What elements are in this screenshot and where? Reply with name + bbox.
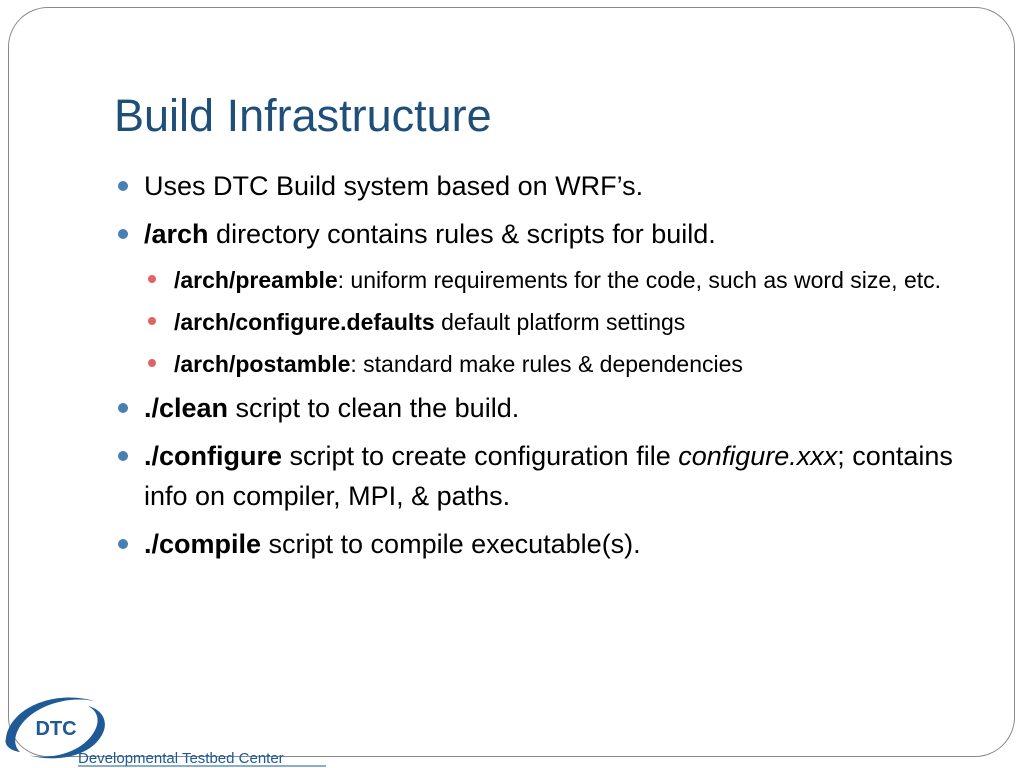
sub-bullet-bold: /arch/preamble — [174, 267, 338, 293]
bullet-item-5: ./compile script to compile executable(s… — [118, 524, 978, 564]
sub-bullet-item-1: /arch/preamble: uniform requirements for… — [148, 262, 978, 298]
bullet-text-2: ; contains info on compiler, MPI, & path… — [144, 441, 953, 511]
bullet-dot-icon — [118, 229, 128, 239]
sub-bullet-list: /arch/preamble: uniform requirements for… — [148, 262, 978, 382]
logo-abbr: DTC — [35, 718, 76, 740]
sub-bullet-text: : uniform requirements for the code, suc… — [337, 267, 942, 293]
sub-bullet-bold: /arch/configure.defaults — [174, 309, 435, 335]
bullet-list: Uses DTC Build system based on WRF’s. /a… — [118, 166, 978, 572]
bullet-text: script to clean the build. — [228, 393, 520, 423]
sub-bullet-bold: /arch/postamble — [174, 351, 351, 377]
bullet-dot-icon — [118, 539, 128, 549]
bullet-text: directory contains rules & scripts for b… — [208, 219, 716, 249]
sub-bullet-dot-icon — [148, 359, 156, 367]
sub-bullet-item-2: /arch/configure.defaults default platfor… — [148, 304, 978, 340]
bullet-bold: /arch — [144, 219, 209, 249]
bullet-text: script to compile executable(s). — [261, 529, 641, 559]
bullet-bold: ./clean — [144, 393, 229, 423]
bullet-item-3: ./clean script to clean the build. — [118, 388, 978, 428]
sub-bullet-dot-icon — [148, 275, 156, 283]
slide-title: Build Infrastructure — [114, 90, 492, 141]
bullet-item-2: /arch directory contains rules & scripts… — [118, 214, 978, 254]
bullet-dot-icon — [118, 451, 128, 461]
bullet-dot-icon — [118, 403, 128, 413]
sub-bullet-dot-icon — [148, 317, 156, 325]
sub-bullet-text: default platform settings — [434, 309, 686, 335]
logo-name: Developmental Testbed Center — [78, 750, 284, 767]
bullet-italic: configure.xxx — [678, 441, 838, 471]
sub-bullet-item-3: /arch/postamble: standard make rules & d… — [148, 346, 978, 382]
bullet-item-4: ./configure script to create configurati… — [118, 436, 978, 516]
slide-frame — [8, 7, 1015, 757]
bullet-text: script to create configuration file — [282, 441, 679, 471]
bullet-bold: ./compile — [144, 529, 262, 559]
sub-bullet-group: /arch/preamble: uniform requirements for… — [118, 262, 978, 382]
bullet-dot-icon — [118, 181, 128, 191]
sub-bullet-text: : standard make rules & dependencies — [350, 351, 743, 377]
dtc-swoosh-logo-icon — [5, 697, 105, 759]
dtc-logo: DTC Developmental Testbed Center — [5, 697, 326, 767]
bullet-item-1: Uses DTC Build system based on WRF’s. — [118, 166, 978, 206]
bullet-text: Uses DTC Build system based on WRF’s. — [144, 171, 644, 201]
bullet-bold: ./configure — [144, 441, 283, 471]
